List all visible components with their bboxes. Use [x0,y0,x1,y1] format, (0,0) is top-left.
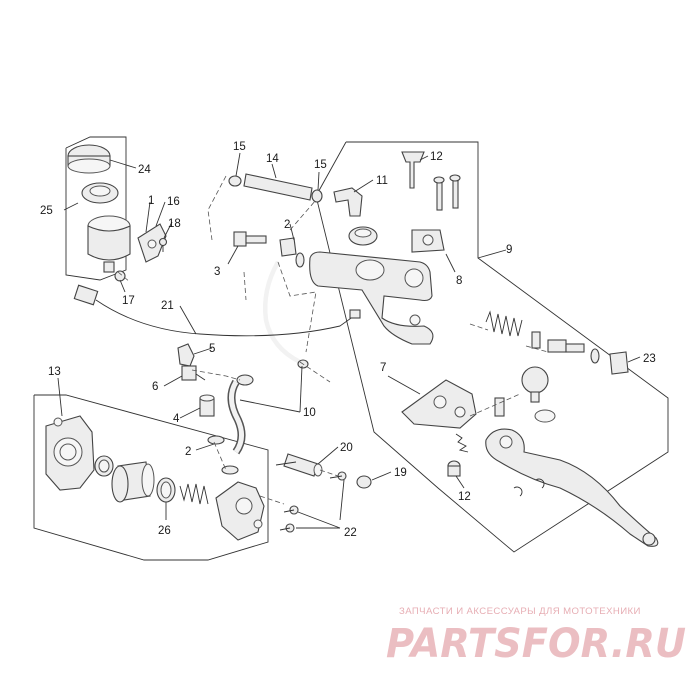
pump-cap-19 [356,475,372,489]
pump-cover [215,481,265,541]
lever-bushing [447,460,461,477]
callout-9: 9 [506,244,512,256]
reservoir-bracket [137,223,167,263]
callout-26: 26 [158,525,171,537]
lever-adjuster-knob [521,366,556,423]
master-cylinder-body [309,251,434,345]
callout-3: 3 [214,266,220,278]
callout-12-top: 12 [430,151,443,163]
callout-22: 22 [344,527,357,539]
banjo-washer [295,252,305,268]
callout-16: 16 [167,196,180,208]
callout-15-right: 15 [314,159,327,171]
hose-elbow-fitting [333,187,363,217]
callout-8: 8 [456,275,462,287]
piston [531,331,585,353]
banjo-bolt [233,231,267,247]
lower-hose [227,374,254,455]
callout-12-bottom: 12 [458,491,471,503]
reservoir-hose-clip [114,270,126,282]
callout-21: 21 [161,300,174,312]
boot-dust-cover [590,348,629,375]
callout-24: 25 [40,205,53,217]
assembly-dash-lines [117,175,549,505]
svg-text:PARTSFOR.RU: PARTSFOR.RU [386,621,686,665]
hose-clamp-left [228,175,242,187]
switch-connector [73,284,99,306]
callout-11: 11 [376,175,388,187]
reservoir-diaphragm [81,182,119,204]
watermark-caption: ЗАПЧАСТИ И АКСЕССУАРЫ ДЛЯ МОТОТЕХНИКИ [399,606,641,617]
screw-set-22 [279,471,347,533]
callout-10: 10 [303,407,316,419]
callout-15-left: 15 [233,141,246,153]
callout-6: 6 [152,381,158,393]
pump-body [45,415,95,491]
callout-14: 14 [266,153,279,165]
union-adapter [199,394,215,417]
hose-clamp-right [311,189,323,203]
callout-23: 24 [138,164,151,176]
callout-13: 13 [48,366,61,378]
hydraulic-hose [263,260,309,369]
callout-19: 19 [394,467,407,479]
adapter-washer [207,435,239,475]
lever-circlip [513,478,545,497]
brake-lever [485,428,659,547]
pump-piston [111,461,155,503]
pump-spring [179,483,209,505]
callout-2-top: 2 [284,219,290,231]
lever-pivot-plate [401,379,477,429]
callout-4: 4 [173,413,180,425]
watermark-logo: PARTSFOR.RU [386,621,686,665]
hose-elbow-seal [348,226,378,246]
push-rod-bolt [401,151,425,189]
brake-light-switch-wire [95,299,361,337]
lever-pin [494,397,505,417]
adjuster-spring [455,433,469,453]
clamp-bolt-pair [433,174,461,211]
union-fitting-mid [181,365,206,381]
leader-lines [57,152,641,529]
callout-17: 17 [122,295,135,307]
pump-seal-ring [94,455,114,477]
callout-7: 7 [380,362,386,374]
callout-1: 1 [148,195,154,207]
reservoir-hose [243,173,313,201]
reservoir-cap [67,144,111,174]
piston-spring [485,310,523,337]
banjo-fitting [279,237,297,257]
handlebar-clamp [411,229,445,253]
callout-25: 23 [643,353,656,365]
union-fitting-top [177,343,195,367]
pump-o-ring [156,477,176,503]
callout-20: 20 [340,442,353,454]
push-rod-sleeve [283,453,323,477]
callout-2-bottom: 2 [185,446,191,458]
callout-labels: 24 25 1 16 18 17 15 14 15 11 12 2 3 9 8 … [40,141,656,539]
bracket-screw [158,237,168,252]
fluid-reservoir [87,215,131,273]
callout-18: 18 [168,218,181,230]
callout-5: 5 [209,343,215,355]
